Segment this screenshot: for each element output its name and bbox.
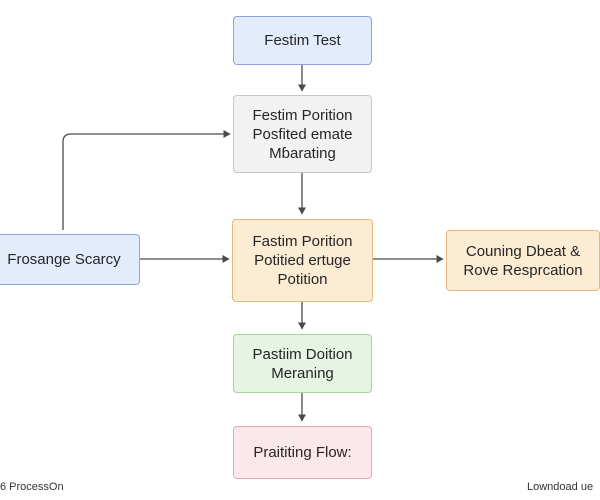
node-pastiim-doition[interactable]: Pastiim Doition Meraning xyxy=(233,334,372,393)
node-couning-dbeat[interactable]: Couning Dbeat & Rove Resprcation xyxy=(446,230,600,291)
node-fastim-porition-orange[interactable]: Fastim Porition Potitied ertuge Potition xyxy=(232,219,373,302)
footer-brand: 6 ProcessOn xyxy=(0,481,64,493)
node-festim-test[interactable]: Festim Test xyxy=(233,16,372,65)
footer-download-link[interactable]: Lowndoad ue xyxy=(527,481,594,493)
node-festim-porition-gray[interactable]: Festim Porition Posfited emate Mɓarating xyxy=(233,95,372,173)
node-frosange-scarcy[interactable]: Frosange Scarcy xyxy=(0,234,140,285)
arrow-loop-to-position-a xyxy=(62,130,231,230)
node-praititing-flow[interactable]: Praititing Flow: xyxy=(233,426,372,479)
